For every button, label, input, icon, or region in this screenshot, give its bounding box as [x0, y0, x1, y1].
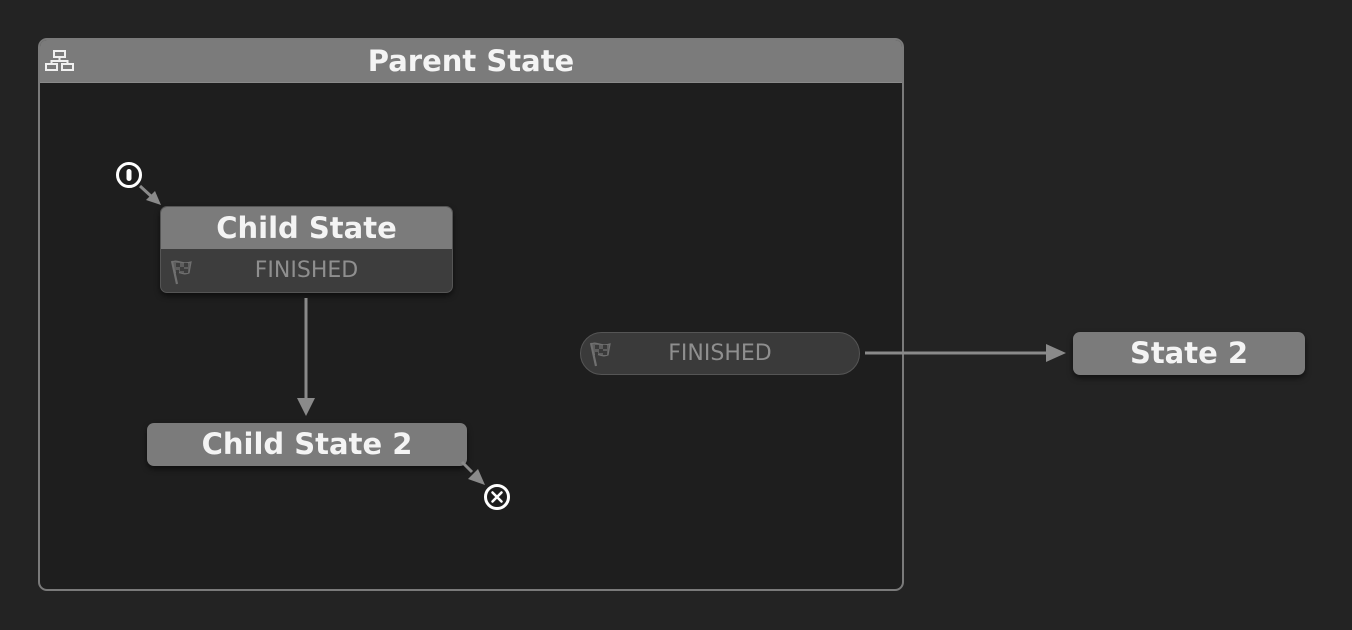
parent-state-node[interactable]: Parent State: [38, 38, 904, 591]
parent-state-finished-event[interactable]: FINISHED: [580, 332, 860, 375]
child-state-2-node[interactable]: Child State 2: [147, 423, 467, 466]
hierarchy-icon: [45, 50, 74, 71]
parent-state-title: Parent State: [367, 44, 575, 78]
state-2-node[interactable]: State 2: [1073, 332, 1305, 375]
child-state-2-title: Child State 2: [201, 427, 413, 461]
child-state-event-label: FINISHED: [254, 258, 359, 283]
checkered-flag-icon: [589, 342, 611, 367]
parent-state-header[interactable]: Parent State: [40, 40, 902, 83]
child-state-finished-event[interactable]: FINISHED: [161, 249, 452, 292]
state-2-title: State 2: [1129, 336, 1249, 370]
child-state-node[interactable]: Child State FINISHED: [160, 206, 453, 293]
checkered-flag-icon: [170, 260, 192, 285]
parent-event-label: FINISHED: [668, 341, 772, 366]
child-state-title: Child State: [161, 207, 452, 249]
